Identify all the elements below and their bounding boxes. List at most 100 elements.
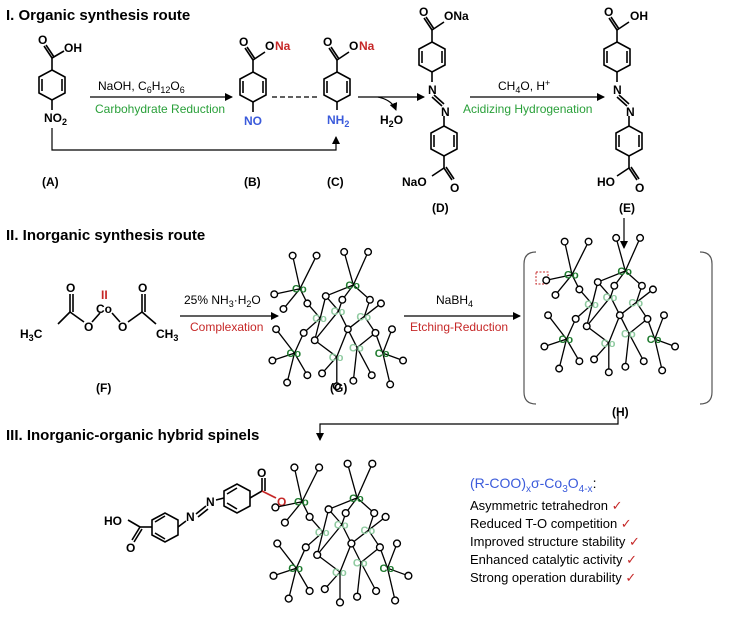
cluster-h-bond (615, 237, 626, 272)
cluster-h-oxygen-atom (551, 290, 560, 299)
property-text: Improved structure stability (470, 534, 629, 549)
cluster-g-bond (286, 352, 296, 383)
cluster-g-bond (382, 352, 391, 385)
label-a: (A) (42, 175, 59, 189)
cluster-g-bond (314, 310, 340, 341)
cluster-hybrid-oxygen-atom (335, 598, 345, 607)
condition-g-h-name: Etching-Reduction (410, 320, 508, 334)
cluster-hybrid-oxygen-atom (273, 539, 282, 548)
label-d: (D) (432, 201, 449, 215)
cluster-h-cobalt-atom: Co (603, 292, 618, 304)
atom-o-d1: O (419, 5, 428, 19)
cluster-hybrid-oxygen-atom (314, 463, 324, 472)
atom-na-b: Na (275, 39, 291, 53)
property-text: Enhanced catalytic activity (470, 552, 626, 567)
cluster-h-bond (624, 333, 630, 367)
cluster-g-bond (356, 347, 373, 376)
cluster-g-oxygen-atom (340, 247, 349, 256)
hybrid-formula: (R-COO)xσ-Co3O4-x: (470, 475, 596, 495)
cluster-g-oxygen-atom (310, 336, 319, 345)
cluster-h-oxygen-atom (604, 368, 613, 377)
cluster-hybrid-cobalt-atom: Co (361, 525, 376, 537)
cluster-hybrid-oxygen-atom (392, 539, 402, 548)
cluster-hybrid-oxygen-atom (305, 586, 314, 596)
cluster-g-cobalt-atom: Co (292, 284, 307, 296)
cluster-h-oxygen-atom (643, 314, 652, 323)
cluster-g-oxygen-atom (343, 325, 352, 334)
cluster-g-oxygen-atom (349, 376, 358, 385)
check-icon: ✓ (621, 516, 632, 531)
cluster-hybrid-oxygen-atom (284, 594, 293, 603)
cluster-hybrid-oxygen-atom (371, 586, 381, 596)
cluster-h-bond (564, 241, 573, 275)
cluster-hybrid-oxygen-atom (290, 463, 299, 472)
cluster-h-bond (628, 333, 645, 362)
cluster-h-cobalt-atom: Co (617, 266, 632, 278)
cluster-h-oxygen-atom (544, 311, 553, 320)
cluster-g-oxygen-atom (270, 290, 279, 299)
cluster-hybrid-oxygen-atom (404, 571, 413, 580)
cluster-hybrid-oxygen-atom (301, 543, 310, 552)
cluster-hybrid-bond (316, 554, 341, 573)
cluster-hybrid-oxygen-atom (324, 505, 333, 514)
cluster-h-oxygen-atom (639, 357, 648, 366)
atom-n-d1: N (428, 83, 437, 97)
cluster-h-cobalt-atom: Co (601, 338, 616, 350)
atom-ona-d: ONa (444, 9, 469, 23)
atom-o-e1: O (604, 5, 613, 19)
cluster-g-oxygen-atom (387, 325, 397, 334)
molecule-f (57, 294, 157, 325)
cluster-h-oxygen-atom (671, 342, 680, 351)
cluster-hybrid-oxygen-atom (269, 571, 278, 580)
cluster-g-oxygen-atom (299, 328, 308, 337)
cluster-hybrid-oxygen-atom (280, 518, 290, 527)
arrow-a-c (51, 128, 340, 151)
cluster-g-oxygen-atom (332, 382, 341, 391)
molecule-e (603, 16, 643, 181)
molecule-d (418, 16, 458, 181)
atom-nao-d: NaO (402, 175, 427, 189)
water-curl-arrow (377, 96, 398, 111)
atom-o-b: O (239, 35, 248, 49)
cluster-g-bond (314, 339, 338, 358)
property-item: Improved structure stability ✓ (470, 534, 640, 549)
atom-oh-a: OH (64, 41, 82, 55)
cluster-hybrid-bond (346, 463, 358, 499)
label-h: (H) (612, 405, 629, 419)
cluster-h-cobalt-atom: Co (647, 334, 662, 346)
atom-o-linker1: O (126, 541, 135, 555)
cluster-g-bond (352, 347, 358, 381)
cluster-hybrid-bond (301, 467, 320, 502)
cluster-hybrid-bond (386, 543, 398, 569)
cluster-hybrid-bond (275, 501, 303, 509)
label-b: (B) (244, 175, 261, 189)
cluster-hybrid-bond (356, 562, 362, 597)
cluster-hybrid-oxygen-atom (390, 596, 400, 605)
cluster-hybrid-oxygen-atom (271, 503, 280, 512)
ester-bond-red (261, 490, 277, 499)
cluster-g-oxygen-atom (399, 356, 408, 365)
cluster-g-bond (299, 255, 318, 290)
cluster-g-bond (282, 288, 301, 310)
check-icon: ✓ (629, 534, 640, 549)
cluster-hybrid-oxygen-atom (381, 512, 390, 522)
cluster-g-oxygen-atom (364, 247, 373, 256)
condition-d-e-reagent: CH4O, H+ (498, 78, 550, 95)
cluster-g-oxygen-atom (312, 251, 321, 260)
label-c: (C) (327, 175, 344, 189)
arrow-h-hybrid (316, 410, 619, 441)
cluster-hybrid-cobalt-atom: Co (294, 497, 309, 509)
cluster-h-oxygen-atom (637, 281, 646, 290)
atom-o-f1: O (66, 281, 75, 295)
oxidation-state-f: II (101, 288, 108, 302)
cluster-h-oxygen-atom (582, 322, 591, 331)
cluster-hybrid-cobalt-atom: Co (353, 558, 368, 570)
bracket-h-right (699, 251, 713, 405)
cluster-h-bond (558, 338, 568, 369)
property-text: Strong operation durability (470, 570, 625, 585)
cluster-hybrid-cobalt-atom: Co (334, 520, 349, 532)
atom-o-e2: O (635, 181, 644, 195)
cluster-h-oxygen-atom (621, 362, 630, 371)
cluster-g-cobalt-atom: Co (356, 311, 371, 323)
cluster-h-oxygen-atom (593, 278, 602, 287)
